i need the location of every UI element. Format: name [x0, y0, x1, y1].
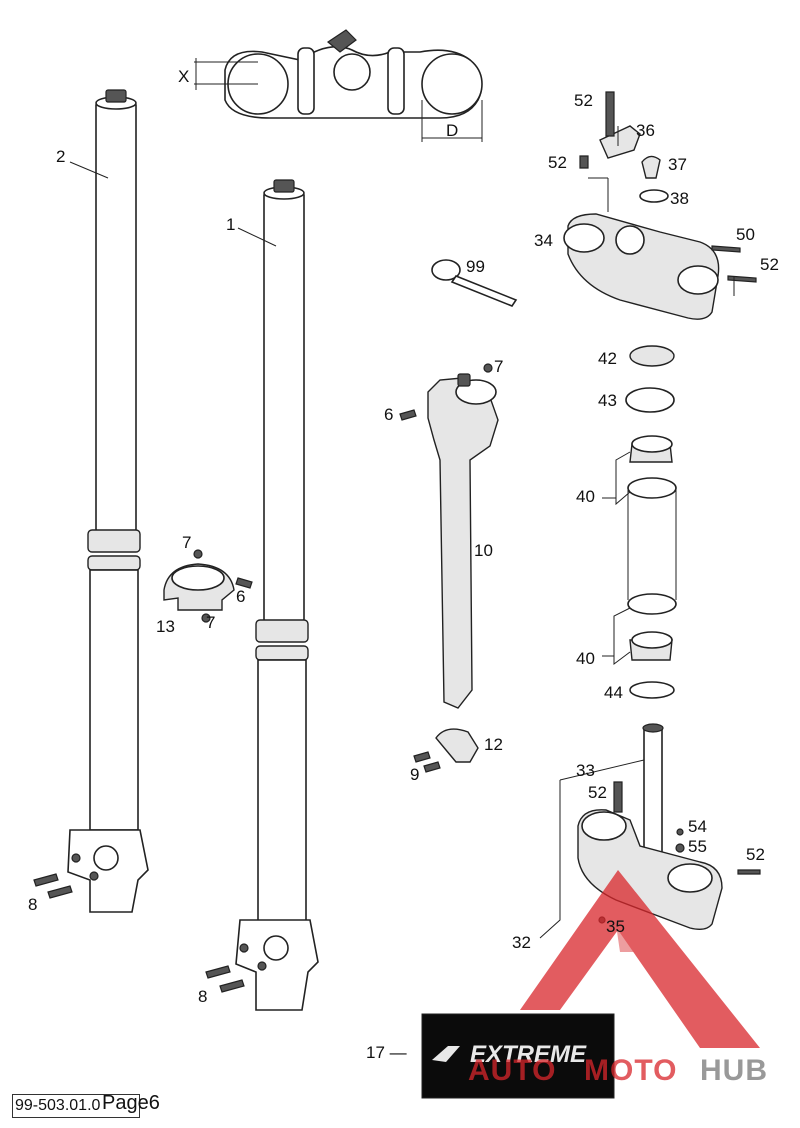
- part-labels: X D 2 1 99 7 6 10 12 9 7 6 13 7 8 8 17 —…: [28, 67, 779, 1062]
- label-99: 99: [466, 257, 485, 276]
- label-52e: 52: [746, 845, 765, 864]
- label-44: 44: [604, 683, 623, 702]
- label-8a: 8: [28, 895, 37, 914]
- label-40a: 40: [576, 487, 595, 506]
- fork-leg-2: [67, 89, 149, 913]
- label-40b: 40: [576, 649, 595, 668]
- label-52d: 52: [588, 783, 607, 802]
- clamp-13: [163, 549, 253, 623]
- number-plate-holder-10: [399, 363, 499, 709]
- label-54: 54: [688, 817, 707, 836]
- decal-text: EXTREME: [470, 1041, 587, 1068]
- label-36: 36: [636, 121, 655, 140]
- bolts-8-middle: [205, 965, 245, 993]
- label-52b: 52: [548, 153, 567, 172]
- cable-guide-12: [413, 728, 479, 773]
- label-6b: 6: [236, 587, 245, 606]
- watermark-hub: HUB: [700, 1054, 768, 1087]
- bearing-stack: [625, 345, 677, 699]
- label-8b: 8: [198, 987, 207, 1006]
- decal-17: EXTREME: [421, 1013, 615, 1099]
- label-33: 33: [576, 761, 595, 780]
- label-52c: 52: [760, 255, 779, 274]
- watermark-logo: AUTO MOTO HUB: [468, 870, 768, 1087]
- lower-triple-clamp-32: [577, 723, 761, 931]
- label-37: 37: [668, 155, 687, 174]
- label-55: 55: [688, 837, 707, 856]
- label-6a: 6: [384, 405, 393, 424]
- label-12: 12: [484, 735, 503, 754]
- watermark-moto: MOTO: [584, 1054, 677, 1087]
- watermark-auto: AUTO: [468, 1054, 556, 1087]
- label-7b: 7: [182, 533, 191, 552]
- label-10: 10: [474, 541, 493, 560]
- label-2: 2: [56, 147, 65, 166]
- label-43: 43: [598, 391, 617, 410]
- footer-code: 99-503.01.0: [12, 1094, 140, 1118]
- upper-triple-clamp-34: [563, 91, 757, 320]
- label-42: 42: [598, 349, 617, 368]
- leader-lines: [69, 126, 735, 939]
- label-52a: 52: [574, 91, 593, 110]
- bolts-8-left: [33, 873, 73, 899]
- label-38: 38: [670, 189, 689, 208]
- label-35: 35: [606, 917, 625, 936]
- fork-leg-1: [235, 179, 319, 1011]
- label-7a: 7: [494, 357, 503, 376]
- label-dim-d: D: [446, 121, 458, 140]
- tool-99: [431, 259, 518, 307]
- label-9: 9: [410, 765, 419, 784]
- label-17: 17 —: [366, 1043, 407, 1062]
- label-1: 1: [226, 215, 235, 234]
- label-7c: 7: [206, 613, 215, 632]
- label-50: 50: [736, 225, 755, 244]
- upper-clamp-dimension-view: [194, 29, 483, 142]
- label-13: 13: [156, 617, 175, 636]
- footer-page: Page6: [102, 1092, 160, 1114]
- label-dim-x: X: [178, 67, 189, 86]
- label-34: 34: [534, 231, 553, 250]
- label-32: 32: [512, 933, 531, 952]
